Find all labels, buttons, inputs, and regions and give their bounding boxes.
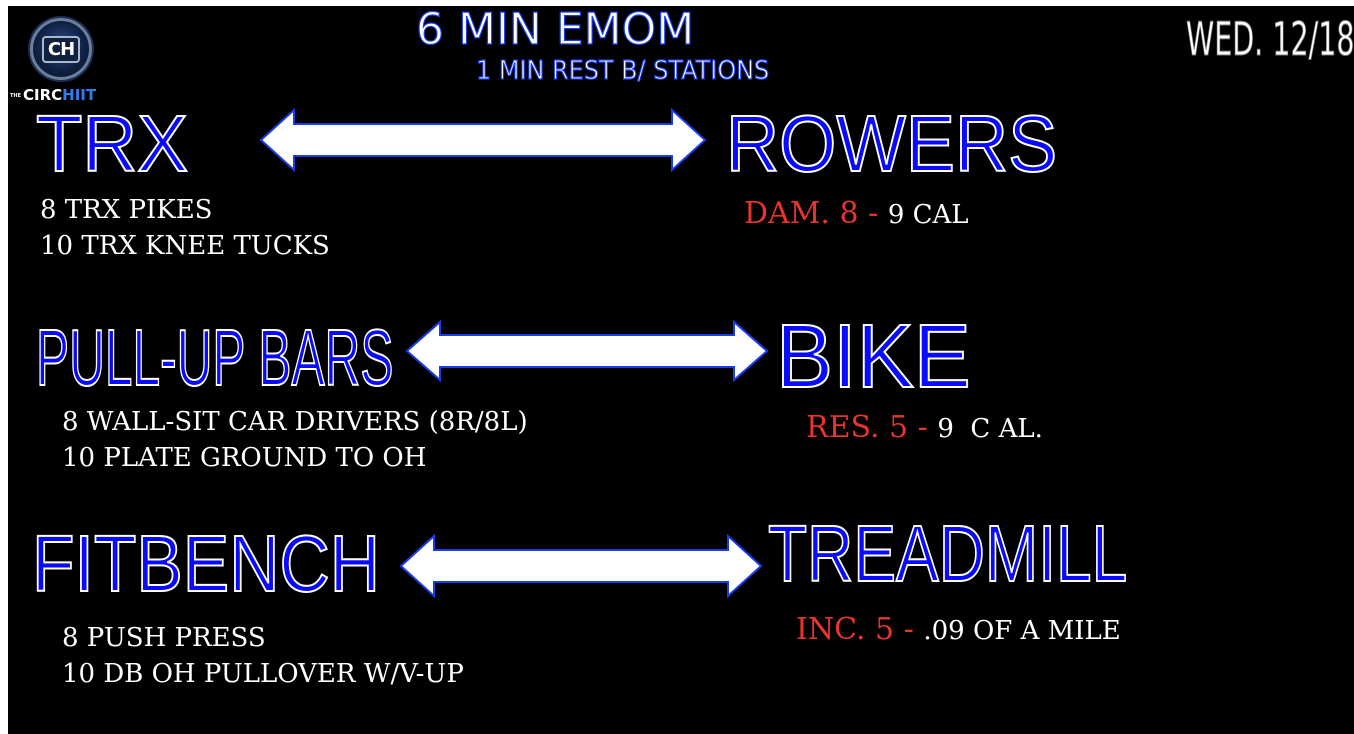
trx-exercise-list: 8 TRX PIKES 10 TRX KNEE TUCKS [40, 192, 330, 264]
double-arrow-icon [399, 533, 763, 599]
exercise-line: 10 TRX KNEE TUCKS [40, 231, 330, 261]
station-bike: BIKE [775, 307, 972, 407]
page-subtitle: 1 MIN REST B/ STATIONS [475, 56, 770, 86]
treadmill-setting: INC. 5 - .09 OF A MILE [796, 612, 1121, 649]
bike-setting: RES. 5 - 9 C AL. [806, 410, 1043, 447]
treadmill-target: .09 OF A MILE [923, 616, 1121, 646]
date-label: WED. 12/18 [1186, 12, 1354, 66]
pull-up-bars-exercise-list: 8 WALL-SIT CAR DRIVERS (8R/8L) 10 PLATE … [62, 404, 528, 476]
station-treadmill: TREADMILL [767, 509, 1128, 598]
logo-initials: CH [41, 35, 81, 63]
double-arrow-icon [259, 107, 707, 173]
double-arrow-icon [405, 319, 769, 383]
page-title: 6 MIN EMOM [415, 6, 695, 55]
station-trx: TRX [35, 99, 189, 188]
logo-brand-b: HIIT [62, 86, 97, 104]
exercise-line: 10 PLATE GROUND TO OH [62, 443, 427, 473]
exercise-line: 10 DB OH PULLOVER W/V-UP [62, 659, 464, 689]
rowers-damper: DAM. 8 - [744, 196, 888, 231]
rowers-target: 9 CAL [887, 200, 969, 230]
logo-the: THE [10, 92, 22, 99]
exercise-line: 8 PUSH PRESS [62, 623, 266, 653]
logo: CH [30, 18, 92, 80]
exercise-line: 8 TRX PIKES [40, 195, 213, 225]
fitbench-exercise-list: 8 PUSH PRESS 10 DB OH PULLOVER W/V-UP [62, 620, 464, 692]
station-pull-up-bars: PULL-UP BARS [35, 313, 394, 402]
treadmill-incline: INC. 5 - [796, 612, 924, 647]
logo-brand-a: CIRC [23, 86, 63, 104]
logo-icon: CH [30, 18, 92, 80]
bike-target: 9 C AL. [937, 414, 1043, 444]
station-rowers: ROWERS [725, 99, 1058, 188]
bike-resistance: RES. 5 - [806, 410, 938, 445]
exercise-line: 8 WALL-SIT CAR DRIVERS (8R/8L) [62, 407, 528, 437]
station-fitbench: FITBENCH [31, 519, 381, 608]
rowers-setting: DAM. 8 - 9 CAL [744, 196, 969, 233]
